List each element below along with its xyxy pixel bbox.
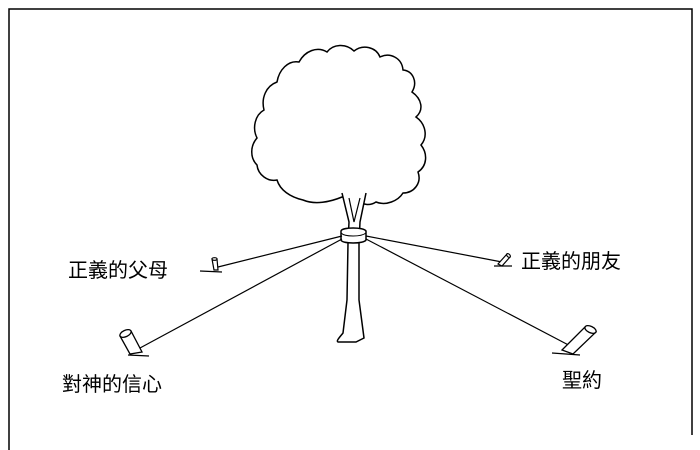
frame-border (8, 8, 693, 450)
trunk-band-edge (340, 232, 367, 237)
rope-covenant (365, 238, 579, 351)
label-faith-in-god: 對神的信心 (62, 372, 162, 396)
stake-covenant (551, 324, 598, 356)
label-righteous-parents: 正義的父母 (68, 258, 168, 282)
rope-parents (213, 235, 343, 269)
label-covenants: 聖約 (562, 368, 602, 392)
stake-faith (119, 328, 150, 357)
rope-faith (139, 238, 343, 349)
tree-trunk (336, 192, 367, 343)
trunk-fork (348, 197, 361, 223)
rope-friends (365, 235, 503, 263)
stake-parents (199, 257, 223, 273)
tree-crown (251, 44, 427, 206)
stake-friends (494, 253, 512, 267)
label-righteous-friends: 正義的朋友 (521, 249, 621, 273)
